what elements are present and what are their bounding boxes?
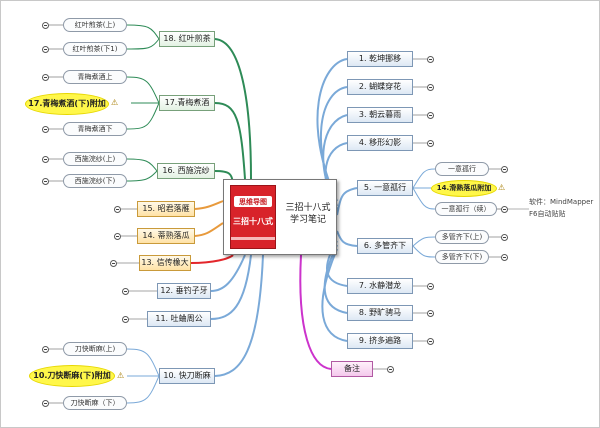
sub-18-b[interactable]: 红叶煎茶(下1) bbox=[63, 42, 127, 56]
sub-5-a[interactable]: 一意孤行 bbox=[435, 162, 489, 176]
topic-5[interactable]: 5. 一意孤行 bbox=[357, 180, 413, 196]
attachment-icon[interactable]: ⚠ bbox=[498, 183, 506, 192]
expand-connector-icon[interactable] bbox=[114, 206, 121, 213]
branch-line-14 bbox=[194, 222, 224, 237]
topic-note[interactable]: 备注 bbox=[331, 361, 373, 377]
expand-connector-icon[interactable] bbox=[42, 74, 49, 81]
branch-line-11 bbox=[210, 254, 252, 320]
book-band-text: 思维导图 bbox=[234, 196, 272, 207]
central-topic[interactable]: 思维导图 三招十八式 三招十八式 学习笔记 bbox=[223, 179, 337, 255]
expand-connector-icon[interactable] bbox=[42, 46, 49, 53]
sub-5-c[interactable]: 一意孤行（续） bbox=[435, 202, 497, 216]
expand-connector-icon[interactable] bbox=[501, 234, 508, 241]
topic-17[interactable]: 17.青梅煮酒 bbox=[159, 95, 215, 111]
expand-connector-icon[interactable] bbox=[42, 156, 49, 163]
expand-connector-icon[interactable] bbox=[427, 84, 434, 91]
expand-connector-icon[interactable] bbox=[42, 400, 49, 407]
sub-17-c[interactable]: 青梅煮酒下 bbox=[63, 122, 127, 136]
sub-17-b-attachment[interactable]: 17.青梅煮酒(下)附加 bbox=[25, 93, 109, 115]
topic-11[interactable]: 11. 吐蛐周公 bbox=[147, 311, 211, 327]
branch-line-6 bbox=[336, 230, 358, 247]
topic-7[interactable]: 7. 水静潜龙 bbox=[347, 278, 413, 294]
sub-5-b-attachment[interactable]: 14.滑熟落瓜附加 bbox=[431, 180, 497, 197]
attachment-icon[interactable]: ⚠ bbox=[117, 371, 125, 380]
expand-connector-icon[interactable] bbox=[42, 178, 49, 185]
topic-9[interactable]: 9. 挤多遍路 bbox=[347, 333, 413, 349]
central-topic-label: 三招十八式 学习笔记 bbox=[280, 202, 336, 226]
expand-connector-icon[interactable] bbox=[114, 233, 121, 240]
branch-line-13 bbox=[190, 254, 234, 264]
topic-16[interactable]: 16. 西施浣纱 bbox=[157, 163, 215, 179]
hotkey-note: F6自动贴贴 bbox=[529, 209, 566, 218]
sub-16-a[interactable]: 西施浣纱(上) bbox=[63, 152, 127, 166]
topic-3[interactable]: 3. 朝云暮雨 bbox=[347, 107, 413, 123]
sub-line-6 bbox=[412, 236, 436, 247]
expand-connector-icon[interactable] bbox=[122, 288, 129, 295]
expand-connector-icon[interactable] bbox=[427, 310, 434, 317]
sub-16-b[interactable]: 西施浣纱(下) bbox=[63, 174, 127, 188]
branch-line-5 bbox=[336, 187, 358, 216]
software-note: 软件：MindMapper bbox=[529, 197, 594, 206]
branch-line-12 bbox=[210, 254, 246, 292]
expand-connector-icon[interactable] bbox=[501, 206, 508, 213]
topic-8[interactable]: 8. 野旷骋马 bbox=[347, 305, 413, 321]
expand-connector-icon[interactable] bbox=[427, 283, 434, 290]
topic-14[interactable]: 14. 蒂熟落瓜 bbox=[137, 228, 195, 244]
topic-2[interactable]: 2. 蝴蝶穿花 bbox=[347, 79, 413, 95]
sub-18-a[interactable]: 红叶煎茶(上) bbox=[63, 18, 127, 32]
sub-6-b[interactable]: 多管齐下(下) bbox=[435, 250, 489, 264]
topic-15[interactable]: 15. 昭君落雁 bbox=[137, 201, 195, 217]
expand-connector-icon[interactable] bbox=[387, 366, 394, 373]
topic-10[interactable]: 10. 快刀断麻 bbox=[159, 368, 215, 384]
expand-connector-icon[interactable] bbox=[110, 260, 117, 267]
book-stripe bbox=[231, 237, 275, 240]
branch-line-10 bbox=[214, 254, 264, 377]
branch-line-15 bbox=[194, 200, 224, 210]
expand-connector-icon[interactable] bbox=[427, 338, 434, 345]
sub-10-a[interactable]: 刀快断麻(上) bbox=[63, 342, 127, 356]
branch-line-17 bbox=[214, 102, 246, 180]
expand-connector-icon[interactable] bbox=[122, 316, 129, 323]
expand-connector-icon[interactable] bbox=[501, 166, 508, 173]
sub-10-c[interactable]: 刀快断麻（下） bbox=[63, 396, 127, 410]
branch-line-note bbox=[299, 254, 332, 370]
book-title-text: 三招十八式 bbox=[233, 217, 273, 226]
expand-connector-icon[interactable] bbox=[42, 346, 49, 353]
expand-connector-icon[interactable] bbox=[42, 22, 49, 29]
expand-connector-icon[interactable] bbox=[42, 126, 49, 133]
expand-connector-icon[interactable] bbox=[427, 140, 434, 147]
expand-connector-icon[interactable] bbox=[427, 112, 434, 119]
expand-connector-icon[interactable] bbox=[501, 254, 508, 261]
sub-10-b-attachment[interactable]: 10.刀快断麻(下)附加 bbox=[29, 365, 115, 387]
branch-line-9 bbox=[321, 248, 348, 342]
topic-18[interactable]: 18. 红叶煎茶 bbox=[159, 31, 215, 47]
branch-line-8 bbox=[323, 244, 348, 314]
topic-13[interactable]: 13. 信传橡大 bbox=[139, 255, 191, 271]
central-title: 三招十八式 bbox=[285, 203, 331, 213]
topic-1[interactable]: 1. 乾坤挪移 bbox=[347, 51, 413, 67]
branch-line-18 bbox=[214, 38, 252, 180]
topic-4[interactable]: 4. 移形幻影 bbox=[347, 135, 413, 151]
central-subtitle: 学习笔记 bbox=[289, 215, 326, 225]
sub-17-a[interactable]: 青梅煮酒上 bbox=[63, 70, 127, 84]
topic-6[interactable]: 6. 多管齐下 bbox=[357, 238, 413, 254]
sub-line-5 bbox=[412, 168, 436, 189]
attachment-icon[interactable]: ⚠ bbox=[111, 98, 119, 107]
expand-connector-icon[interactable] bbox=[427, 56, 434, 63]
topic-12[interactable]: 12. 垂钓子牙 bbox=[157, 283, 211, 299]
sub-6-a[interactable]: 多管齐下(上) bbox=[435, 230, 489, 244]
book-cover-image: 思维导图 三招十八式 bbox=[230, 185, 276, 249]
